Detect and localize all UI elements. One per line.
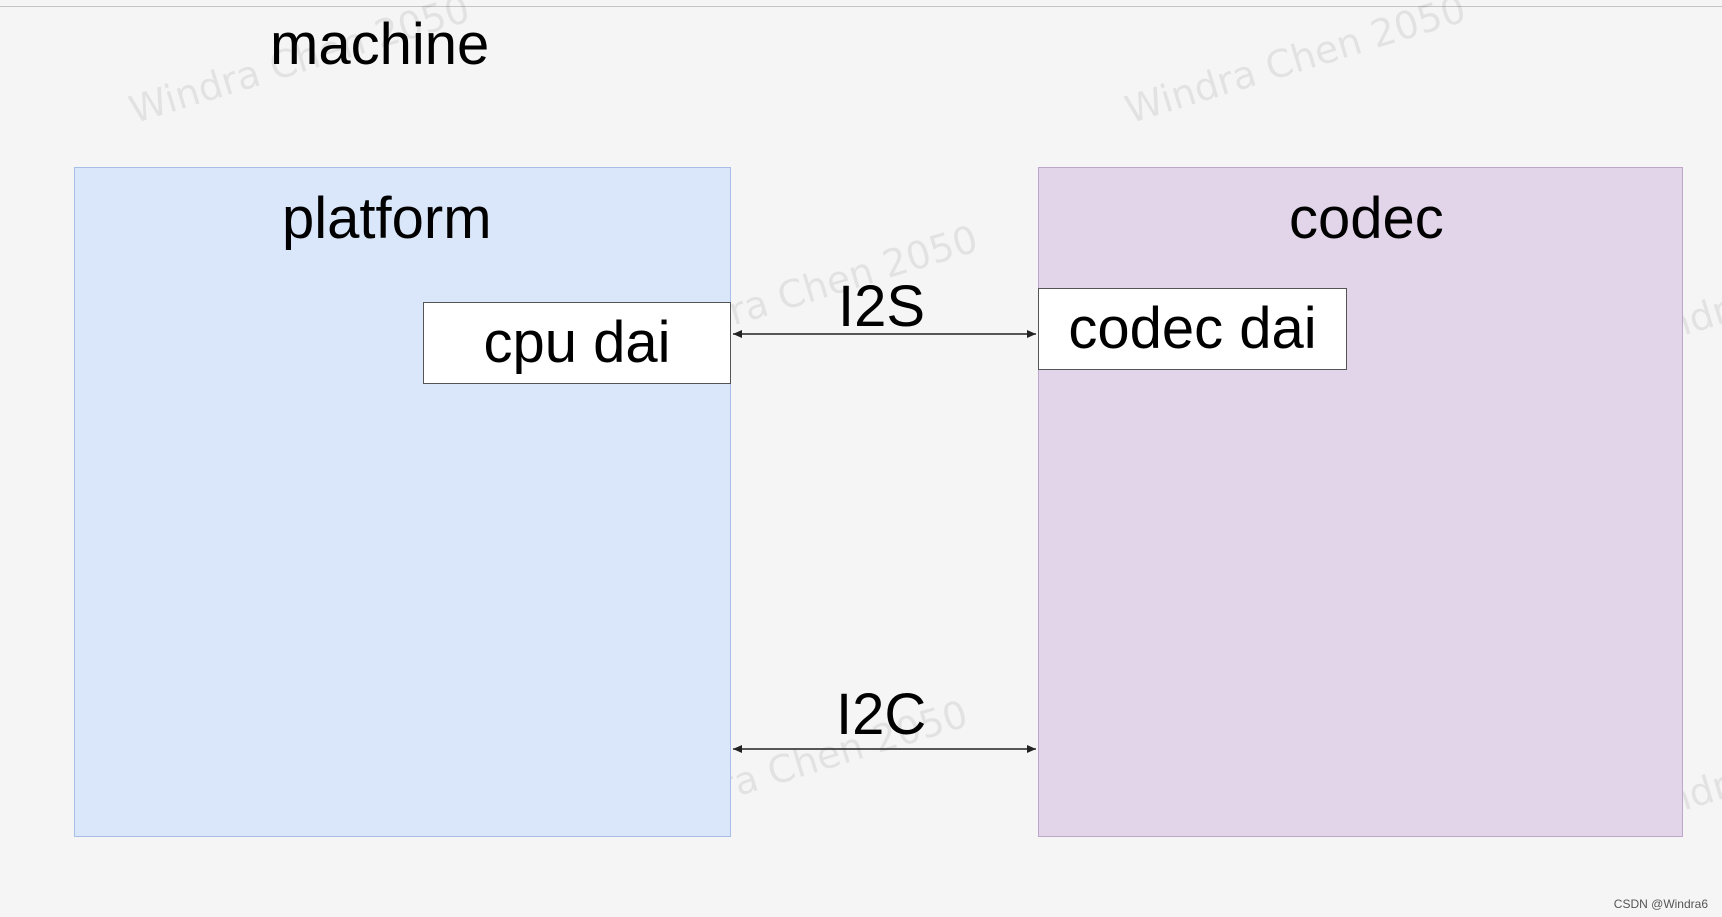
codec-box: codec: [1038, 167, 1683, 837]
credit-text: CSDN @Windra6: [1613, 897, 1708, 911]
top-border-line: [0, 6, 1722, 7]
codec-label: codec: [1289, 186, 1444, 251]
i2s-label: I2S: [838, 274, 926, 339]
codec-dai-box: codec dai: [1038, 288, 1347, 370]
platform-box: platform: [74, 167, 731, 837]
platform-label: platform: [282, 186, 492, 251]
i2c-label: I2C: [836, 682, 927, 747]
cpu-dai-box: cpu dai: [423, 302, 731, 384]
machine-title: machine: [270, 12, 490, 77]
